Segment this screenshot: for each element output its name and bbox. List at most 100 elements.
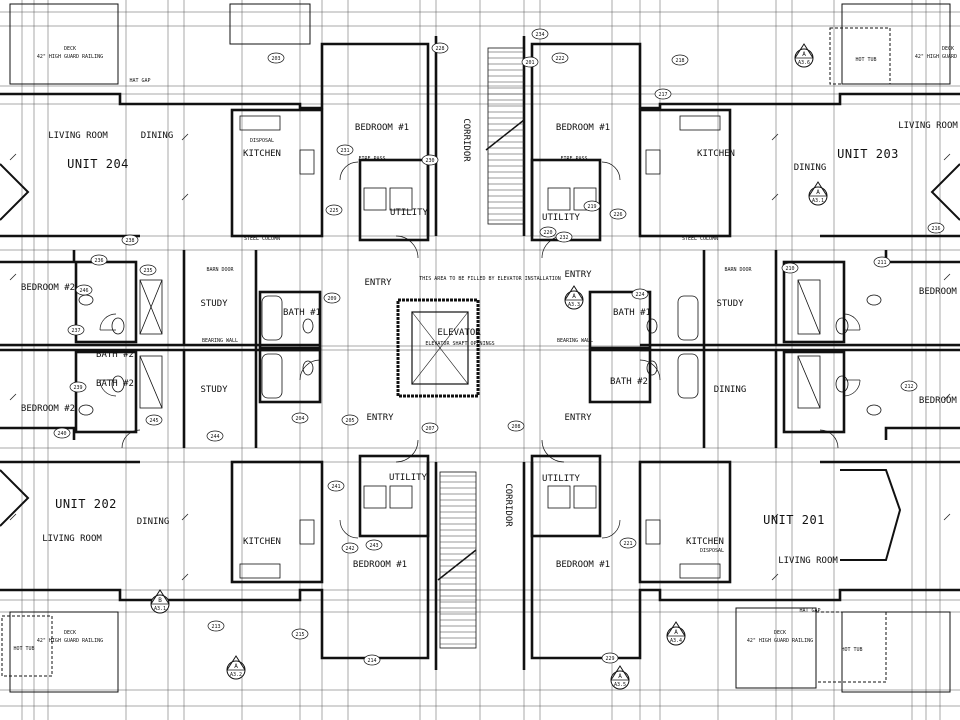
room-label: DINING [714,385,747,395]
bay-windows [0,163,960,561]
room-tag-bubble [531,28,549,40]
room-tag: 241 [331,484,340,490]
room-tag-bubble [873,256,891,268]
room-label: LIVING ROOM [898,121,958,131]
room-label: UTILITY [390,208,429,218]
section-letter: A [802,51,806,58]
room-label: KITCHEN [697,149,735,159]
room-tag-bubble [291,412,309,424]
room-tag: 219 [587,204,596,210]
section-sheet: A3.5 [614,682,626,688]
room-tag: 228 [435,46,444,52]
section-marker-arrow [808,181,828,197]
deck-label: DECK [774,630,786,636]
room-tag: 203 [271,56,280,62]
room-tag: 244 [210,434,219,440]
railing-note: 42" HIGH GUARD RAILING [915,54,960,60]
room-tag-bubble [619,537,637,549]
section-letter: A [674,629,678,636]
room-label: STUDY [200,385,228,395]
room-tag-bubble [341,414,359,426]
deck-label: DECK [942,46,954,52]
room-tag-bubble [53,427,71,439]
shaft-note: THIS AREA TO BE FILLED BY ELEVATOR INSTA… [419,276,560,282]
room-tag: 204 [295,416,304,422]
room-tag-bubble [421,154,439,166]
room-tag-bubble [363,654,381,666]
room-label: ELEVATOR [437,328,481,338]
room-label: DINING [141,131,174,141]
room-label: LIVING ROOM [48,131,108,141]
railing-note: 42" HIGH GUARD RAILING [37,54,103,60]
section-marker [808,181,828,206]
room-tag-bubble [609,208,627,220]
room-label: UTILITY [389,473,428,483]
room-label: ENTRY [366,413,394,423]
room-tag: 230 [425,158,434,164]
section-sheet: A3.1 [154,606,166,612]
elevator-shaft [396,298,480,398]
room-tag-bubble [207,620,225,632]
room-tag: 211 [877,260,886,266]
elevator-note: ELEVATOR SHAFT OPENINGS [425,341,494,347]
section-letter: B [158,597,162,604]
section-sheet: A3.3 [568,302,580,308]
room-label: BATH #2 [610,377,648,387]
room-tag: 229 [605,656,614,662]
room-tag: 209 [327,296,336,302]
hat-gap-note: HAT GAP [799,608,820,614]
section-marker [794,43,814,68]
room-tag-bubble [900,380,918,392]
stair-treads [488,51,524,221]
room-tag: 207 [425,426,434,432]
dimension-ticks [9,133,951,581]
section-sheet: A3.2 [230,672,242,678]
room-label: KITCHEN [243,537,281,547]
door-swings [99,161,861,539]
section-marker-arrow [610,665,630,681]
room-tag-bubble [75,284,93,296]
section-marker-arrow [794,43,814,59]
room-tag: 238 [125,238,134,244]
section-marker-arrow [564,285,584,301]
room-tag-bubble [267,52,285,64]
section-sheet: A3.4 [670,638,682,644]
disposal-note: DISPOSAL [250,138,274,144]
deck-label: DECK [64,46,76,52]
decks [1,3,951,693]
room-label: BEDROOM #1 [556,560,610,570]
section-letter: A [572,293,576,300]
hot-tub-label: HOT TUB [841,647,862,653]
room-tag: 214 [367,658,376,664]
room-label: BEDROOM #1 [556,123,610,133]
room-tag-bubble [291,628,309,640]
room-label: LIVING ROOM [42,534,102,544]
room-label: BATH #1 [613,308,651,318]
room-tag: 208 [511,424,520,430]
room-tag-bubble [583,200,601,212]
room-tag-bubble [671,54,689,66]
section-letter: A [618,673,622,680]
room-tag-bubble [507,420,525,432]
fire-pass-note: FIRE PASS [560,156,587,162]
stair-treads [440,475,476,645]
room-tag-bubble [325,204,343,216]
room-label: BEDROOM #2 [919,287,960,297]
room-label: ENTRY [564,413,592,423]
room-label: DINING [794,163,827,173]
deck-label: DECK [64,630,76,636]
section-letter: A [234,663,238,670]
room-tag-bubble [67,324,85,336]
room-tag-bubble [341,542,359,554]
railing-note: 42" HIGH GUARD RAILING [747,638,813,644]
room-tag-bubble [121,234,139,246]
room-tag: 246 [79,288,88,294]
section-marker [150,589,170,614]
room-tag: 231 [340,148,349,154]
room-label: BATH #2 [96,379,134,389]
room-label: UTILITY [542,213,581,223]
room-tag-bubble [927,222,945,234]
room-tag-bubble [551,52,569,64]
